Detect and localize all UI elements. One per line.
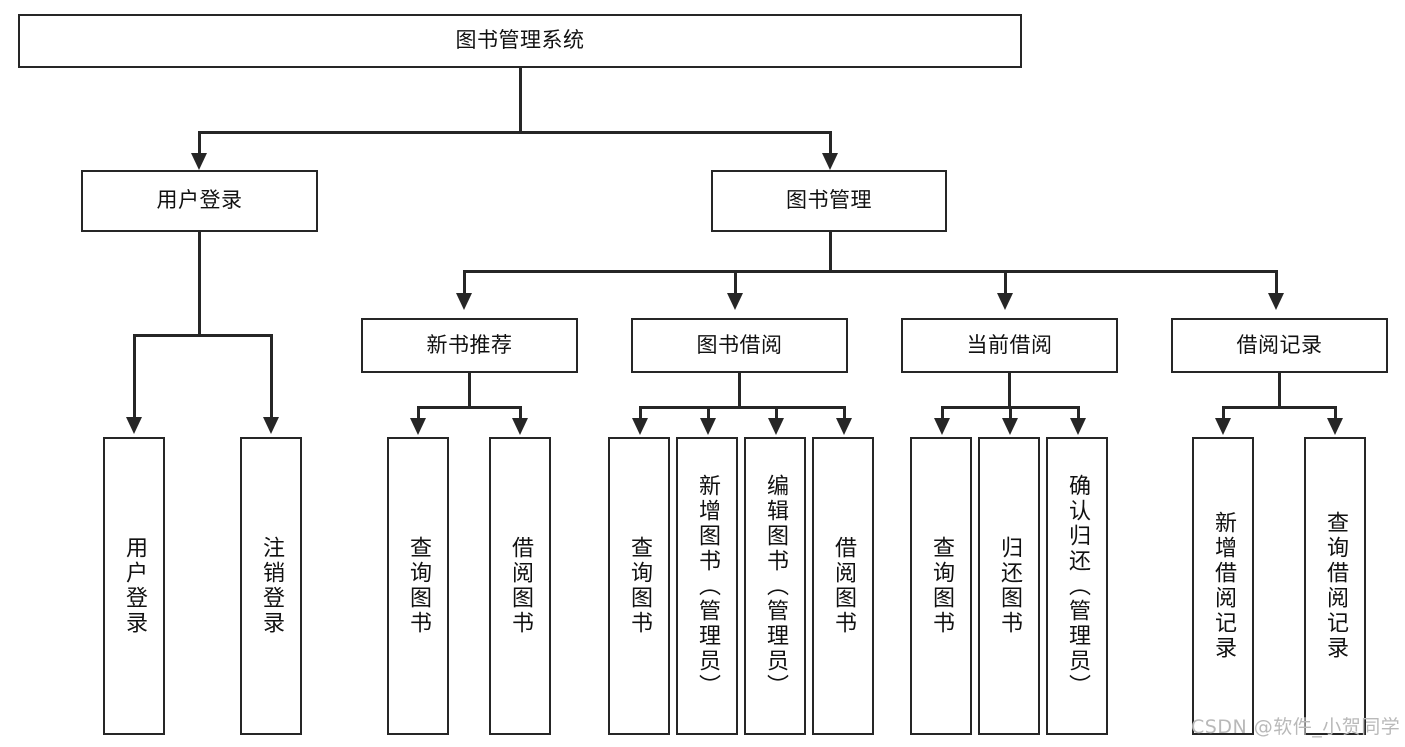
connector-current-borrow-stem — [1008, 373, 1011, 408]
leaf-book-borrow-1[interactable]: 新增图书（管理员） — [676, 437, 738, 735]
node-label: 查询图书 — [626, 536, 652, 636]
leaf-book-borrow-2[interactable]: 编辑图书（管理员） — [744, 437, 806, 735]
leaf-current-borrow-0[interactable]: 查询图书 — [910, 437, 972, 735]
node-label: 新增图书（管理员） — [694, 473, 720, 699]
node-label: 用户登录 — [156, 188, 243, 213]
connector-borrow-record-drop-0 — [1222, 406, 1225, 419]
arrowhead-level3-0 — [456, 293, 472, 310]
leaf-book-borrow-3[interactable]: 借阅图书 — [812, 437, 874, 735]
node-label: 归还图书 — [996, 536, 1022, 636]
connector-level2-bus — [198, 131, 831, 134]
arrowhead-book-borrow-3 — [836, 418, 852, 435]
node-label: 确认归还（管理员） — [1064, 473, 1090, 699]
node-label: 用户登录 — [121, 536, 147, 636]
connector-level2-drop-0 — [198, 131, 201, 155]
node-label: 查询图书 — [405, 536, 431, 636]
connector-level3-bus — [463, 270, 1278, 273]
node-root-book-management-system[interactable]: 图书管理系统 — [18, 14, 1022, 68]
arrowhead-current-borrow-0 — [934, 418, 950, 435]
node-book-management[interactable]: 图书管理 — [711, 170, 947, 232]
connector-book-borrow-drop-3 — [843, 406, 846, 419]
connector-book-borrow-stem — [738, 373, 741, 408]
connector-book-borrow-drop-0 — [639, 406, 642, 419]
node-label: 新书推荐 — [426, 332, 513, 357]
connector-book-borrow-bus — [639, 406, 845, 409]
leaf-book-borrow-0[interactable]: 查询图书 — [608, 437, 670, 735]
leaf-current-borrow-1[interactable]: 归还图书 — [978, 437, 1040, 735]
node-new-book-recommend[interactable]: 新书推荐 — [361, 318, 578, 373]
connector-current-borrow-drop-1 — [1009, 406, 1012, 419]
csdn-watermark: CSDN @软件_小贺同学 — [1191, 716, 1401, 738]
node-label: 查询借阅记录 — [1322, 511, 1348, 661]
arrowhead-book-borrow-1 — [700, 418, 716, 435]
node-label: 图书管理 — [786, 188, 872, 213]
connector-user-login-drop-1 — [270, 334, 273, 418]
arrowhead-level2-0 — [191, 153, 207, 170]
node-borrow-record[interactable]: 借阅记录 — [1171, 318, 1388, 373]
arrowhead-book-borrow-2 — [768, 418, 784, 435]
connector-new-book-drop-1 — [519, 406, 522, 419]
node-label: 注销登录 — [258, 536, 284, 636]
connector-new-book-drop-0 — [417, 406, 420, 419]
connector-user-login-stem — [198, 232, 201, 336]
arrowhead-level3-1 — [727, 293, 743, 310]
arrowhead-level3-2 — [997, 293, 1013, 310]
arrowhead-current-borrow-1 — [1002, 418, 1018, 435]
node-label: 编辑图书（管理员） — [762, 473, 788, 699]
connector-current-borrow-drop-0 — [941, 406, 944, 419]
connector-book-borrow-drop-1 — [707, 406, 710, 419]
connector-borrow-record-drop-1 — [1334, 406, 1337, 419]
arrowhead-current-borrow-2 — [1070, 418, 1086, 435]
leaf-new-book-recommend-0[interactable]: 查询图书 — [387, 437, 449, 735]
arrowhead-user-login-0 — [126, 417, 142, 434]
leaf-new-book-recommend-1[interactable]: 借阅图书 — [489, 437, 551, 735]
connector-level3-drop-3 — [1275, 270, 1278, 294]
node-current-borrow[interactable]: 当前借阅 — [901, 318, 1118, 373]
leaf-borrow-record-0[interactable]: 新增借阅记录 — [1192, 437, 1254, 735]
node-label: 查询图书 — [928, 536, 954, 636]
node-label: 当前借阅 — [966, 332, 1053, 357]
arrowhead-level2-1 — [822, 153, 838, 170]
connector-book-borrow-drop-2 — [775, 406, 778, 419]
connector-borrow-record-stem — [1278, 373, 1281, 408]
node-label: 借阅图书 — [830, 536, 856, 636]
node-user-login[interactable]: 用户登录 — [81, 170, 318, 232]
connector-new-book-stem — [468, 373, 471, 408]
connector-book-management-stem — [829, 232, 832, 272]
node-label: 图书管理系统 — [455, 28, 585, 53]
leaf-current-borrow-2[interactable]: 确认归还（管理员） — [1046, 437, 1108, 735]
connector-level3-drop-2 — [1004, 270, 1007, 294]
arrowhead-borrow-record-0 — [1215, 418, 1231, 435]
leaf-borrow-record-1[interactable]: 查询借阅记录 — [1304, 437, 1366, 735]
arrowhead-new-book-1 — [512, 418, 528, 435]
connector-borrow-record-bus — [1222, 406, 1336, 409]
connector-level2-drop-1 — [829, 131, 832, 155]
connector-current-borrow-drop-2 — [1077, 406, 1080, 419]
arrowhead-borrow-record-1 — [1327, 418, 1343, 435]
leaf-user-login-1[interactable]: 注销登录 — [240, 437, 302, 735]
node-label: 借阅记录 — [1236, 332, 1323, 357]
node-label: 借阅图书 — [507, 536, 533, 636]
connector-root-stem — [519, 68, 522, 132]
node-label: 图书借阅 — [696, 332, 783, 357]
connector-user-login-bus — [133, 334, 272, 337]
node-label: 新增借阅记录 — [1210, 511, 1236, 661]
connector-level3-drop-0 — [463, 270, 466, 294]
connector-user-login-drop-0 — [133, 334, 136, 418]
connector-new-book-bus — [417, 406, 521, 409]
leaf-user-login-0[interactable]: 用户登录 — [103, 437, 165, 735]
connector-level3-drop-1 — [734, 270, 737, 294]
arrowhead-level3-3 — [1268, 293, 1284, 310]
node-book-borrow[interactable]: 图书借阅 — [631, 318, 848, 373]
arrowhead-user-login-1 — [263, 417, 279, 434]
arrowhead-new-book-0 — [410, 418, 426, 435]
arrowhead-book-borrow-0 — [632, 418, 648, 435]
